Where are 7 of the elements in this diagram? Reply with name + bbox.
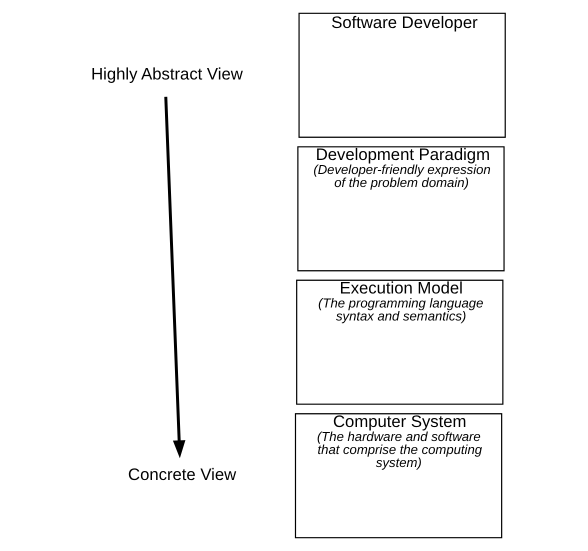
node-text: Highly Abstract View <box>91 64 243 84</box>
node-box: Software Developer <box>298 12 506 138</box>
node-text: Concrete View <box>128 465 236 484</box>
arrow <box>164 96 186 458</box>
node-box: Execution Model (The programming language syntax and semantics) <box>296 280 504 405</box>
node-box: Computer System (The hardware and software that comprise the computing system) <box>294 413 502 538</box>
node-box: Development Paradigm (Developer-friendly expression of the problem domain) <box>297 146 505 272</box>
